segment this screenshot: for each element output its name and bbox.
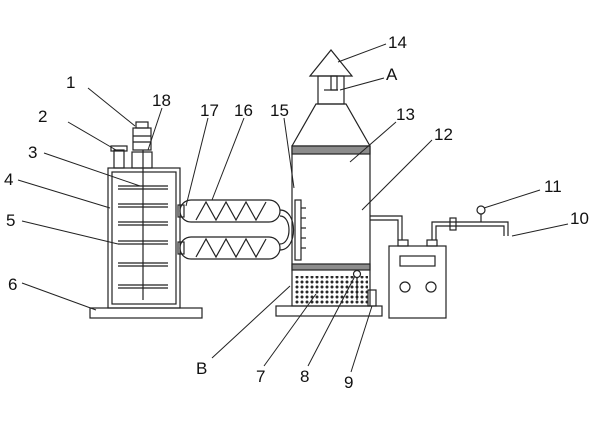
pump-unit: [370, 205, 509, 319]
motor-cap: [135, 121, 149, 129]
upper-pipe: [179, 199, 281, 223]
drain-box: [367, 289, 377, 307]
label-8: 8: [300, 367, 309, 386]
label-6: 6: [8, 275, 17, 294]
label-1: 1: [66, 73, 75, 92]
label-14: 14: [388, 33, 407, 52]
label-B: B: [196, 359, 207, 378]
label-5: 5: [6, 211, 15, 230]
lower-coil: [195, 237, 267, 259]
upper-coil: [195, 200, 267, 222]
label-3: 3: [28, 143, 37, 162]
pump-knob-left: [399, 281, 411, 293]
label-11: 11: [544, 177, 562, 196]
condenser-pipes: [177, 199, 294, 260]
tank-inner-wall: [111, 171, 177, 305]
label-9: 9: [344, 373, 353, 392]
label-10: 10: [570, 209, 589, 228]
pump-knob-right: [425, 281, 437, 293]
label-16: 16: [234, 101, 253, 120]
stirrer-blades: [118, 185, 168, 289]
label-12: 12: [434, 125, 453, 144]
float-ball: [352, 269, 362, 279]
sight-ticks: [301, 207, 306, 249]
feed-inlet: [113, 149, 125, 169]
sight-glass: [294, 199, 302, 261]
pump-outlet-pipe: [431, 221, 509, 240]
label-4: 4: [4, 170, 13, 189]
leader-lines: [17, 43, 569, 373]
label-A: A: [386, 65, 398, 84]
liquid-reservoir: [294, 276, 368, 304]
pump-box: [388, 245, 447, 319]
treatment-tower: [275, 49, 383, 317]
valve-gauge: [476, 205, 486, 215]
carbon-band-top: [291, 145, 371, 155]
label-18: 18: [152, 91, 171, 110]
label-17: 17: [200, 101, 219, 120]
return-bend: [279, 209, 294, 251]
tower-base: [275, 305, 383, 317]
label-2: 2: [38, 107, 47, 126]
tower-outlet-pipe: [370, 215, 403, 240]
label-7: 7: [256, 367, 265, 386]
carbon-band-low: [291, 263, 371, 271]
label-13: 13: [396, 105, 415, 124]
lower-pipe: [179, 236, 281, 260]
motor-mount: [131, 151, 153, 169]
rain-cap: [308, 49, 354, 77]
motor-body: [132, 127, 152, 151]
tower-cone: [291, 103, 371, 147]
pump-display: [399, 255, 436, 267]
tank-base: [89, 307, 203, 319]
label-15: 15: [270, 101, 289, 120]
mixing-tank: [89, 121, 203, 319]
